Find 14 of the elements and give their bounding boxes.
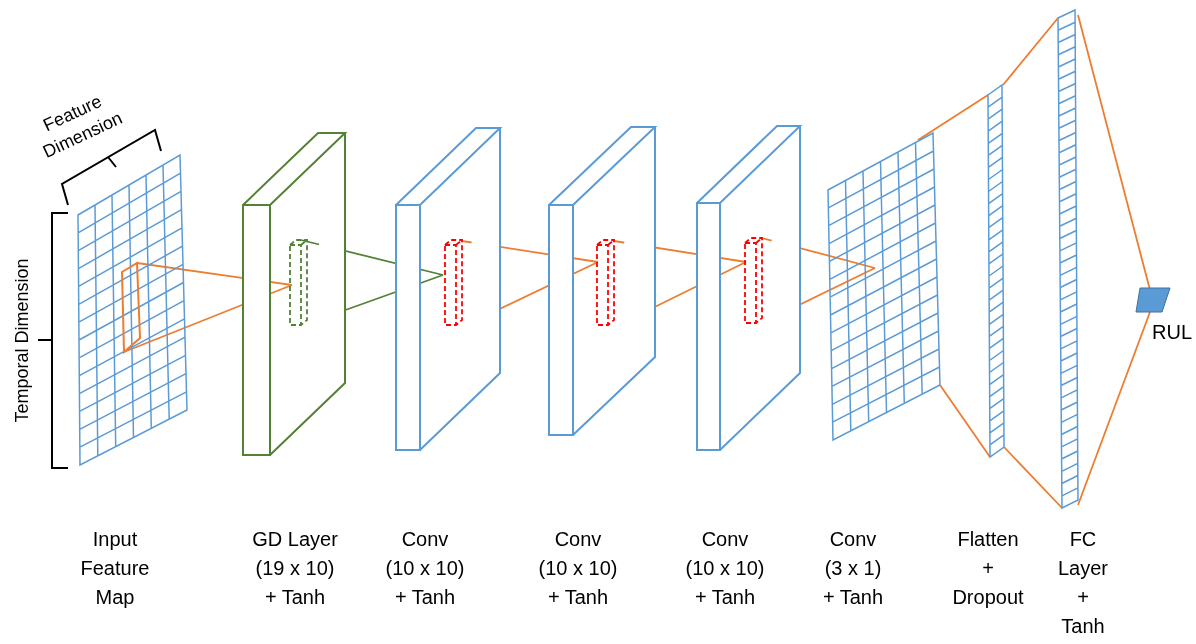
connector-line [1002,17,1063,509]
axis-label: Temporal Dimension [11,258,33,423]
layer-label: GD Layer (19 x 10) + Tanh [251,527,339,610]
connector-line [1077,14,1151,506]
layer-label: Input Feature Map [79,527,151,610]
layer-label: Conv (10 x 10) + Tanh [385,527,465,610]
layer-label: Conv (10 x 10) + Tanh [685,527,765,610]
connector-line [917,94,991,458]
connector-line [123,262,293,353]
output-label: RUL [1152,320,1192,345]
layer-label: Conv (10 x 10) + Tanh [538,527,618,610]
layer-label: Conv (3 x 1) + Tanh [822,527,884,610]
layer-label: FC Layer + Tanh [1057,527,1109,639]
layer-label: Flatten + Dropout [951,527,1025,610]
